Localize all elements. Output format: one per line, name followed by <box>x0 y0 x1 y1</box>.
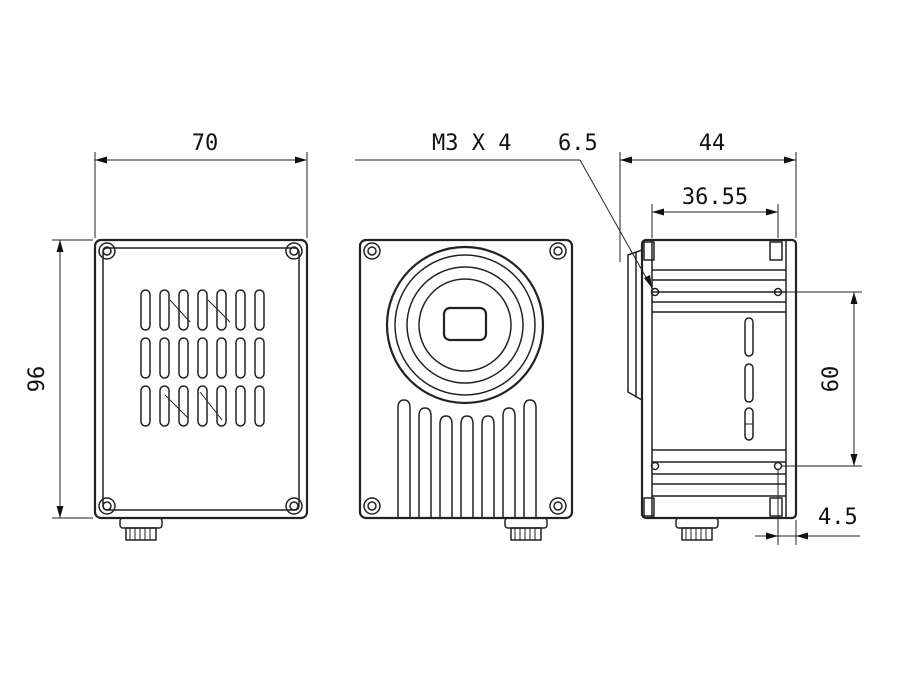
screw-spec-label: M3 X 4 <box>432 131 511 156</box>
dimension-depth: 44 <box>619 131 797 262</box>
dimension-hole-vertical: 60 <box>782 291 862 467</box>
connector-icon <box>675 517 719 541</box>
dimension-hole-vertical-label: 60 <box>819 366 844 393</box>
connector-icon <box>504 517 548 541</box>
hole-offset-label: 6.5 <box>558 131 598 156</box>
dimension-width-label: 70 <box>192 131 219 156</box>
side-view: 44 36.55 60 4.5 <box>619 131 862 545</box>
screw-hole-icon <box>363 242 381 260</box>
connector-icon <box>119 517 163 541</box>
dimension-height-label: 96 <box>25 366 50 393</box>
mount-hole-icon <box>773 461 783 471</box>
side-ribs <box>651 269 787 497</box>
screw-hole-icon <box>98 497 116 515</box>
lens-mount <box>385 245 545 405</box>
dimension-bottom-offset: 4.5 <box>755 470 860 545</box>
dimension-width: 70 <box>94 131 308 238</box>
dimension-bottom-offset-label: 4.5 <box>818 505 858 530</box>
dimension-depth-label: 44 <box>699 131 726 156</box>
dimension-height: 96 <box>25 239 93 519</box>
side-vent-slots <box>744 317 754 441</box>
mount-hole-icon <box>773 287 783 297</box>
front-view <box>358 238 574 541</box>
dimension-hole-span-label: 36.55 <box>682 185 748 210</box>
cooling-fins <box>397 399 537 519</box>
screw-hole-icon <box>549 497 567 515</box>
screw-hole-icon <box>363 497 381 515</box>
screw-hole-icon <box>98 242 116 260</box>
back-view: 70 96 <box>25 131 309 541</box>
screw-callout: M3 X 4 6.5 <box>355 131 653 289</box>
dimension-hole-span: 36.55 <box>651 185 779 238</box>
mount-hole-icon <box>650 287 660 297</box>
mount-hole-icon <box>650 461 660 471</box>
vent-slots <box>140 289 265 427</box>
screw-hole-icon <box>549 242 567 260</box>
